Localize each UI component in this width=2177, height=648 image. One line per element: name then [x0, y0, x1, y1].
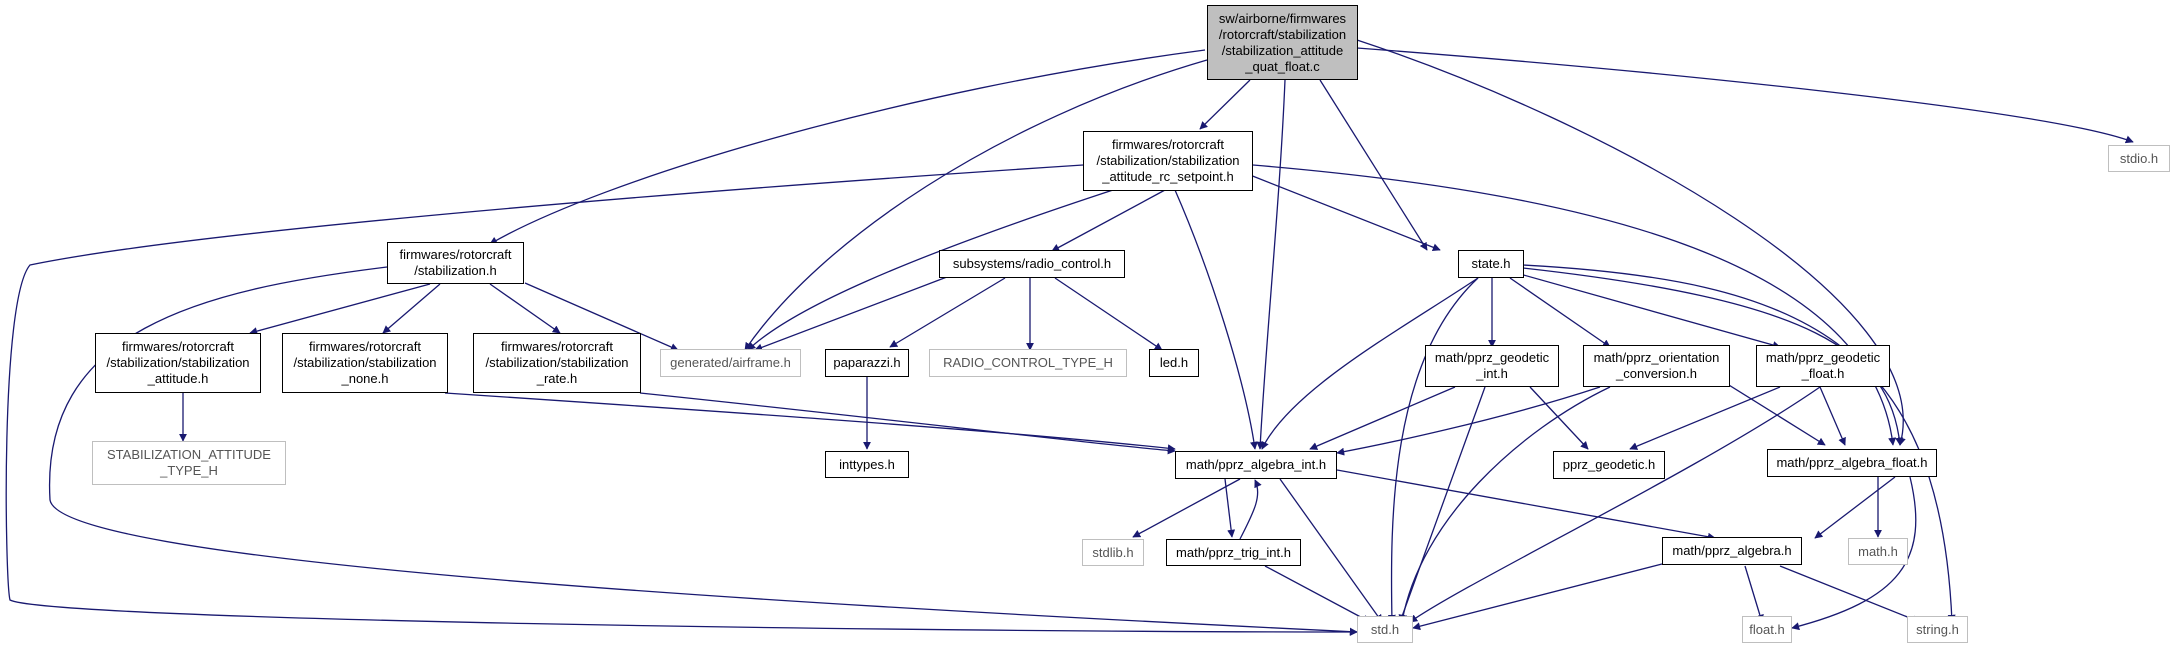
edge-orientation-algebra-int — [1336, 386, 1601, 456]
node-stdio[interactable]: stdio.h — [2108, 145, 2170, 172]
edge-radio-paparazzi — [889, 277, 1006, 348]
edge-algebra-int-trig — [1224, 478, 1236, 538]
edge-algebra-float-algebra — [1814, 476, 1896, 539]
node-stabilization[interactable]: firmwares/rotorcraft /stabilization.h — [387, 242, 524, 284]
edge-algebra-string — [1779, 565, 1921, 624]
edge-state-algebra-int — [1261, 277, 1479, 450]
node-radio-control[interactable]: subsystems/radio_control.h — [939, 250, 1125, 278]
edge-stab-none — [382, 283, 441, 334]
node-geodetic-int[interactable]: math/pprz_geodetic _int.h — [1425, 345, 1559, 387]
edge-root-algebra-int — [1256, 79, 1286, 450]
edge-algebra-int-std — [1279, 478, 1383, 623]
node-inttypes[interactable]: inttypes.h — [825, 451, 909, 478]
edge-state-geodetic-float — [1519, 273, 1781, 349]
edge-root-algebra-float — [1356, 39, 1906, 446]
node-float[interactable]: float.h — [1742, 616, 1792, 643]
node-std[interactable]: std.h — [1357, 616, 1413, 643]
node-led[interactable]: led.h — [1149, 349, 1199, 377]
edge-geodetic-float-algebra-float — [1819, 386, 1846, 446]
edge-stab-rate — [489, 283, 561, 334]
node-state[interactable]: state.h — [1458, 250, 1524, 278]
edge-geodetic-int-algebra-int — [1309, 386, 1456, 450]
edge-geodetic-float-std — [1409, 386, 1821, 623]
edge-stab-std — [48, 266, 1358, 636]
node-geodetic-float[interactable]: math/pprz_geodetic _float.h — [1756, 345, 1890, 387]
edge-root-stdio — [1356, 47, 2134, 144]
node-string[interactable]: string.h — [1907, 616, 1968, 643]
edge-orientation-std — [1399, 386, 1611, 623]
edge-trig-std — [1264, 565, 1371, 623]
edge-rate-algebra-int — [639, 392, 1176, 455]
node-algebra[interactable]: math/pprz_algebra.h — [1662, 537, 1802, 565]
edge-state-algebra-float — [1522, 267, 1904, 446]
edge-state-std — [1387, 277, 1479, 623]
edge-rc-airframe — [747, 189, 1114, 351]
node-airframe[interactable]: generated/airframe.h — [660, 349, 801, 377]
edge-geodetic-int-std — [1398, 386, 1486, 623]
edge-root-airframe — [744, 59, 1208, 351]
node-pprz-geodetic[interactable]: pprz_geodetic.h — [1553, 451, 1665, 479]
node-stdlib[interactable]: stdlib.h — [1082, 539, 1144, 566]
edge-radio-airframe — [754, 271, 961, 352]
edge-algebra-int-stdlib — [1132, 478, 1241, 538]
edge-algebra-int-algebra — [1336, 469, 1716, 541]
edge-rc-std — [5, 164, 1358, 636]
node-paparazzi[interactable]: paparazzi.h — [825, 349, 909, 377]
edge-root-state — [1319, 79, 1428, 251]
node-trig-int[interactable]: math/pprz_trig_int.h — [1166, 539, 1301, 566]
node-stab-rate[interactable]: firmwares/rotorcraft /stabilization/stab… — [473, 333, 641, 393]
node-orientation[interactable]: math/pprz_orientation _conversion.h — [1583, 345, 1730, 387]
node-math[interactable]: math.h — [1848, 538, 1908, 565]
node-stab-none[interactable]: firmwares/rotorcraft /stabilization/stab… — [282, 333, 448, 393]
edge-stab-attitude — [249, 283, 431, 335]
edge-trig-algebra-int — [1239, 479, 1262, 540]
node-radio-control-type[interactable]: RADIO_CONTROL_TYPE_H — [929, 349, 1127, 377]
edge-state-string — [1522, 264, 1956, 623]
dependency-edges — [5, 39, 2134, 636]
node-stab-attitude[interactable]: firmwares/rotorcraft /stabilization/stab… — [95, 333, 261, 393]
edge-rc-state — [1249, 174, 1441, 252]
edge-geodetic-int-pprz-geodetic — [1529, 386, 1589, 450]
node-rc-setpoint[interactable]: firmwares/rotorcraft /stabilization/stab… — [1083, 131, 1253, 191]
node-algebra-int[interactable]: math/pprz_algebra_int.h — [1175, 451, 1337, 479]
edge-geodetic-float-pprz-geodetic — [1629, 386, 1781, 450]
edge-root-rc-setpoint — [1199, 79, 1251, 130]
edge-none-algebra-int — [444, 392, 1176, 453]
node-algebra-float[interactable]: math/pprz_algebra_float.h — [1767, 449, 1937, 477]
node-root-file[interactable]: sw/airborne/firmwares /rotorcraft/stabil… — [1207, 5, 1358, 80]
edge-algebra-float-float — [1791, 476, 1917, 631]
edge-algebra-float-h — [1744, 565, 1764, 623]
edge-root-stabilization — [489, 49, 1206, 245]
edge-rc-radio-control — [1051, 189, 1166, 252]
edge-rc-algebra-int — [1174, 189, 1258, 450]
node-stab-attitude-type[interactable]: STABILIZATION_ATTITUDE _TYPE_H — [92, 441, 286, 485]
edge-stab-airframe — [524, 282, 679, 351]
edge-state-orientation — [1509, 277, 1611, 348]
edge-radio-led — [1054, 277, 1163, 351]
edge-algebra-std — [1412, 563, 1663, 631]
